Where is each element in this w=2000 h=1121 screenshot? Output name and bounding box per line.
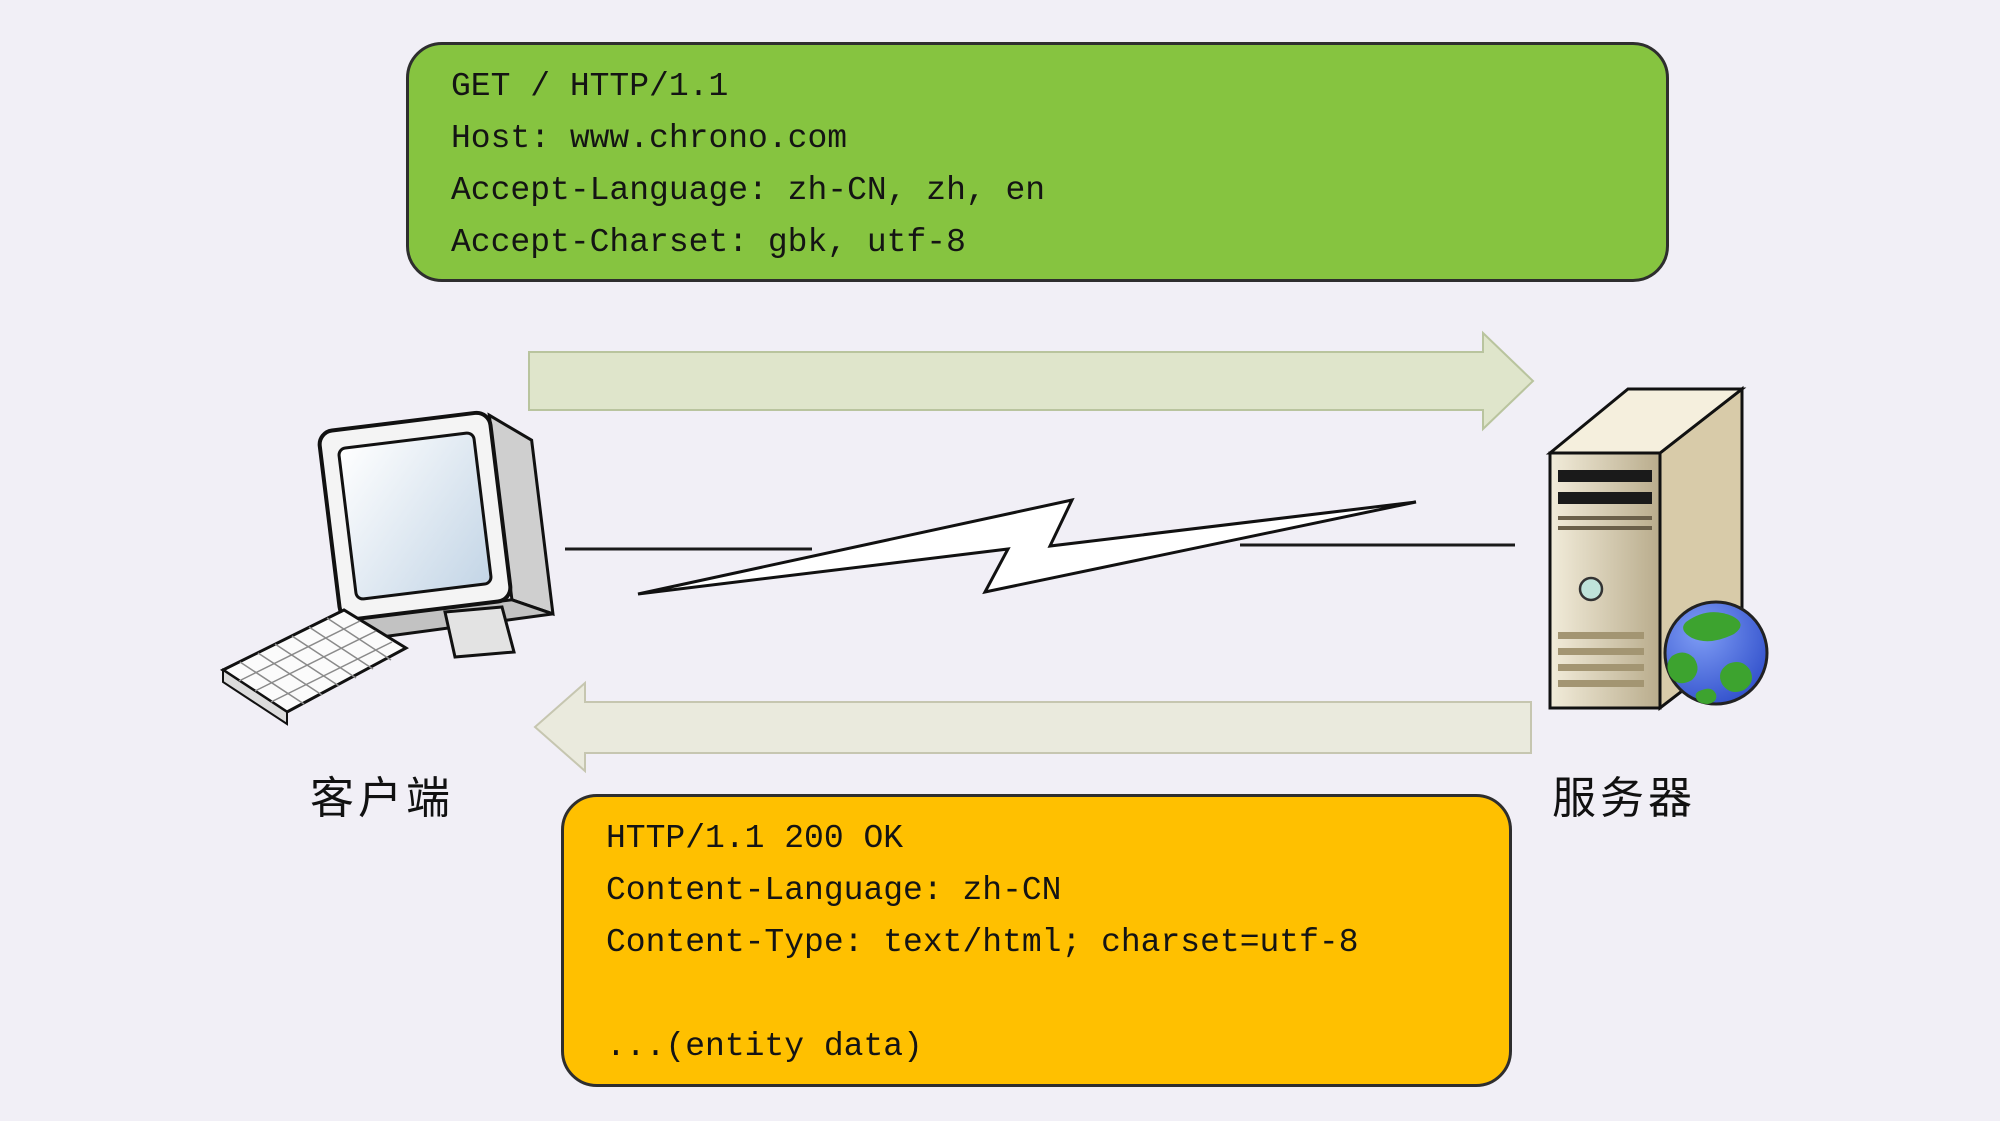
monitor — [317, 410, 555, 639]
request-line: GET / HTTP/1.1 — [451, 68, 729, 105]
response-line: Content-Type: text/html; charset=utf-8 — [606, 924, 1359, 961]
request-line: Accept-Language: zh-CN, zh, en — [451, 172, 1046, 209]
response-line: ...(entity data) — [606, 1028, 923, 1065]
response-line — [606, 969, 1489, 1021]
response-line: Content-Language: zh-CN — [606, 872, 1062, 909]
client-label: 客户端 — [310, 774, 454, 823]
response-arrow-icon — [533, 680, 1532, 774]
request-line: Host: www.chrono.com — [451, 120, 848, 157]
request-line: Accept-Charset: gbk, utf-8 — [451, 224, 966, 261]
server-label: 服务器 — [1552, 774, 1696, 823]
monitor-stand — [443, 605, 516, 659]
http-request-box: GET / HTTP/1.1 Host: www.chrono.com Acce… — [406, 42, 1669, 282]
vent-grooves — [1558, 632, 1644, 687]
power-button-icon — [1578, 576, 1604, 602]
http-response-box: HTTP/1.1 200 OK Content-Language: zh-CN … — [561, 794, 1512, 1087]
response-line: HTTP/1.1 200 OK — [606, 820, 904, 857]
request-arrow-icon — [528, 330, 1535, 432]
lightning-bolt-icon — [637, 497, 1417, 596]
keyboard-icon — [219, 608, 410, 726]
server-tower-icon — [1545, 385, 1769, 712]
globe-icon — [1663, 600, 1769, 706]
drive-bay-slot — [1558, 492, 1652, 504]
drive-bay-slot — [1558, 470, 1652, 482]
client-computer-icon — [219, 410, 555, 726]
